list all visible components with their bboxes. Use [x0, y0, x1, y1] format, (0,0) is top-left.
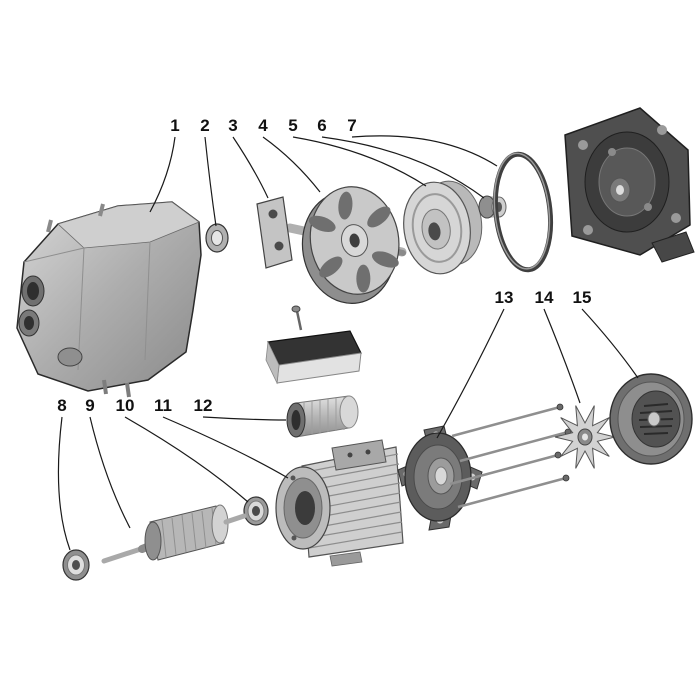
rotor-shaft [101, 504, 247, 564]
diffuser-disc [403, 180, 483, 275]
callout-9: 9 [85, 396, 94, 415]
impeller [301, 186, 400, 304]
callout-8: 8 [57, 396, 66, 415]
mechanical-seal [478, 195, 507, 219]
callout-10: 10 [116, 396, 135, 415]
callout-1: 1 [170, 116, 179, 135]
callout-2: 2 [200, 116, 209, 135]
terminal-box [265, 305, 362, 385]
callout-14: 14 [535, 288, 554, 307]
tie-bolts [449, 403, 572, 509]
seal-ring [205, 223, 229, 253]
motor-stator-housing [275, 439, 404, 567]
callout-6: 6 [317, 116, 326, 135]
callout-13: 13 [495, 288, 514, 307]
pump-cover-flange [564, 107, 695, 263]
front-bearing [243, 496, 269, 526]
leader-lines [57, 135, 639, 551]
callout-15: 15 [573, 288, 592, 307]
motor-end-cover [609, 373, 693, 465]
motor-flange [397, 425, 483, 531]
callout-3: 3 [228, 116, 237, 135]
o-ring-gasket [492, 151, 554, 273]
callout-4: 4 [258, 116, 268, 135]
callout-11: 11 [154, 396, 172, 415]
callout-labels: 1 2 3 4 5 6 7 8 9 10 11 12 13 14 15 [57, 116, 591, 415]
pump-housing [16, 201, 202, 398]
rear-bearing [62, 549, 90, 581]
callout-5: 5 [288, 116, 297, 135]
callout-12: 12 [194, 396, 213, 415]
callout-7: 7 [347, 116, 356, 135]
cooling-fan [554, 405, 616, 469]
stator-winding [286, 395, 359, 438]
